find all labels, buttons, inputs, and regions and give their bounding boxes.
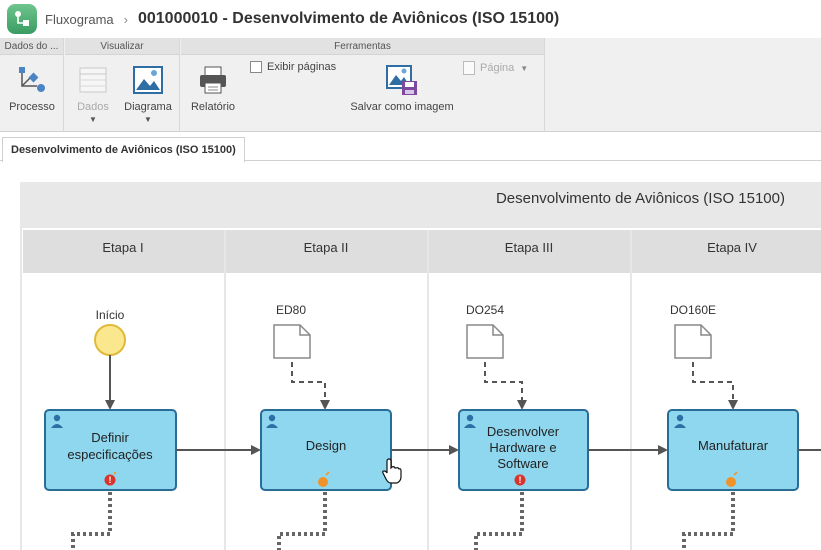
relatorio-label: Relatório (190, 101, 236, 113)
task-design[interactable]: Design (260, 409, 392, 491)
save-image-icon (385, 63, 419, 97)
dados-label: Dados (77, 101, 109, 113)
user-icon (674, 414, 686, 428)
chevron-down-icon: ▼ (89, 115, 97, 124)
user-icon (51, 414, 63, 428)
diagram-canvas[interactable]: Desenvolvimento de Aviônicos (ISO 15100)… (0, 162, 821, 550)
diagram-image-icon (131, 63, 165, 97)
lane-label: Etapa I (102, 240, 143, 255)
title-bar: Fluxograma › 001000010 - Desenvolvimento… (0, 0, 821, 38)
task-manufaturar[interactable]: Manufaturar (667, 409, 799, 491)
document-do254[interactable]: DO254 (466, 303, 504, 359)
lane-label: Etapa III (505, 240, 553, 255)
processo-button[interactable]: Processo (4, 63, 60, 113)
dotted-connector (277, 492, 327, 550)
flowchart-app-icon (7, 4, 37, 34)
flame-icon (726, 471, 738, 487)
data-association[interactable] (692, 362, 738, 410)
ribbon-group-label: Visualizar (65, 38, 179, 55)
document-tabs: Desenvolvimento de Aviônicos (ISO 15100) (0, 133, 821, 162)
diagrama-label: Diagrama (124, 101, 172, 113)
svg-text:!: ! (109, 475, 112, 485)
task-label: Definir (91, 430, 129, 445)
hand-cursor-icon (382, 458, 402, 484)
bpmn-diagram: Desenvolvimento de Aviônicos (ISO 15100)… (20, 182, 821, 550)
lane-header-etapa-iii[interactable] (429, 230, 630, 273)
data-grid-icon (76, 63, 110, 97)
lane-header-etapa-iv[interactable] (632, 230, 821, 273)
breadcrumb-app[interactable]: Fluxograma (45, 11, 114, 27)
lane-label: Etapa IV (707, 240, 757, 255)
pool-title: Desenvolvimento de Aviônicos (ISO 15100) (496, 190, 785, 207)
diagrama-button[interactable]: Diagrama ▼ (121, 63, 175, 124)
document-do160e[interactable]: DO160E (670, 303, 716, 359)
start-event-label: Início (96, 308, 125, 322)
printer-icon (196, 63, 230, 97)
ribbon-group-visualizar: Visualizar Dados ▼ Diagram (65, 38, 180, 132)
checkbox-box[interactable] (250, 61, 262, 73)
task-label: Hardware e (489, 440, 556, 455)
dotted-connector (71, 492, 112, 550)
svg-text:!: ! (519, 475, 522, 485)
document-icon (466, 324, 504, 359)
lane-header-etapa-ii[interactable] (226, 230, 427, 273)
task-desenvolver-hardware-software[interactable]: Desenvolver Hardware e Software ! (458, 409, 589, 491)
chevron-down-icon: ▼ (520, 63, 529, 73)
lane-header-etapa-i[interactable] (23, 230, 224, 273)
ribbon-group-label: Dados do ... (0, 38, 63, 55)
document-icon (674, 324, 712, 359)
lane-label: Etapa II (304, 240, 349, 255)
document-label: DO160E (670, 303, 716, 317)
ribbon-group-label: Ferramentas (181, 38, 544, 55)
data-association[interactable] (291, 362, 330, 410)
relatorio-button[interactable]: Relatório (185, 63, 241, 113)
data-association[interactable] (484, 362, 527, 410)
exibir-paginas-label: Exibir páginas (267, 61, 337, 73)
task-definir-especificacoes[interactable]: Definir especificações ! (44, 409, 177, 491)
user-icon (266, 414, 278, 428)
document-icon (273, 324, 311, 359)
tab-desenvolvimento[interactable]: Desenvolvimento de Aviônicos (ISO 15100) (2, 137, 245, 162)
salvar-imagem-label: Salvar como imagem (350, 101, 454, 113)
process-icon (15, 63, 49, 97)
chevron-down-icon: ▼ (144, 115, 152, 124)
task-label: Desenvolver (487, 424, 560, 439)
processo-label: Processo (9, 101, 55, 113)
user-icon (464, 414, 476, 428)
document-ed80[interactable]: ED80 (273, 303, 311, 359)
lane-headers: Etapa I Etapa II Etapa III Etapa IV (23, 230, 821, 273)
dotted-connector (682, 492, 735, 550)
salvar-imagem-button[interactable]: Salvar como imagem (347, 63, 457, 113)
page-title: 001000010 - Desenvolvimento de Aviônicos… (137, 10, 560, 27)
page-icon (463, 61, 475, 75)
flame-icon (318, 471, 330, 487)
pagina-button[interactable]: Página ▼ (463, 61, 539, 75)
task-label: especificações (67, 447, 153, 462)
task-label: Manufaturar (698, 438, 769, 453)
task-label: Software (497, 456, 548, 471)
pool-header (21, 183, 821, 228)
document-label: DO254 (466, 303, 504, 317)
start-event[interactable] (94, 324, 126, 356)
ribbon-group-ferramentas: Ferramentas Relatório Exibir páginas (181, 38, 545, 132)
ribbon-group-dados: Dados do ... Processo (0, 38, 64, 132)
document-label: ED80 (276, 303, 306, 317)
dotted-connector (474, 492, 524, 550)
ribbon-toolbar: Dados do ... Processo Visualizar (0, 38, 821, 132)
alert-icon: ! (514, 474, 526, 486)
task-label: Design (306, 438, 346, 453)
pagina-label: Página (480, 62, 515, 74)
dados-button[interactable]: Dados ▼ (71, 63, 115, 124)
alert-icon: ! (104, 471, 117, 486)
breadcrumb-separator-icon: › (123, 11, 128, 27)
exibir-paginas-checkbox[interactable]: Exibir páginas (250, 61, 336, 73)
